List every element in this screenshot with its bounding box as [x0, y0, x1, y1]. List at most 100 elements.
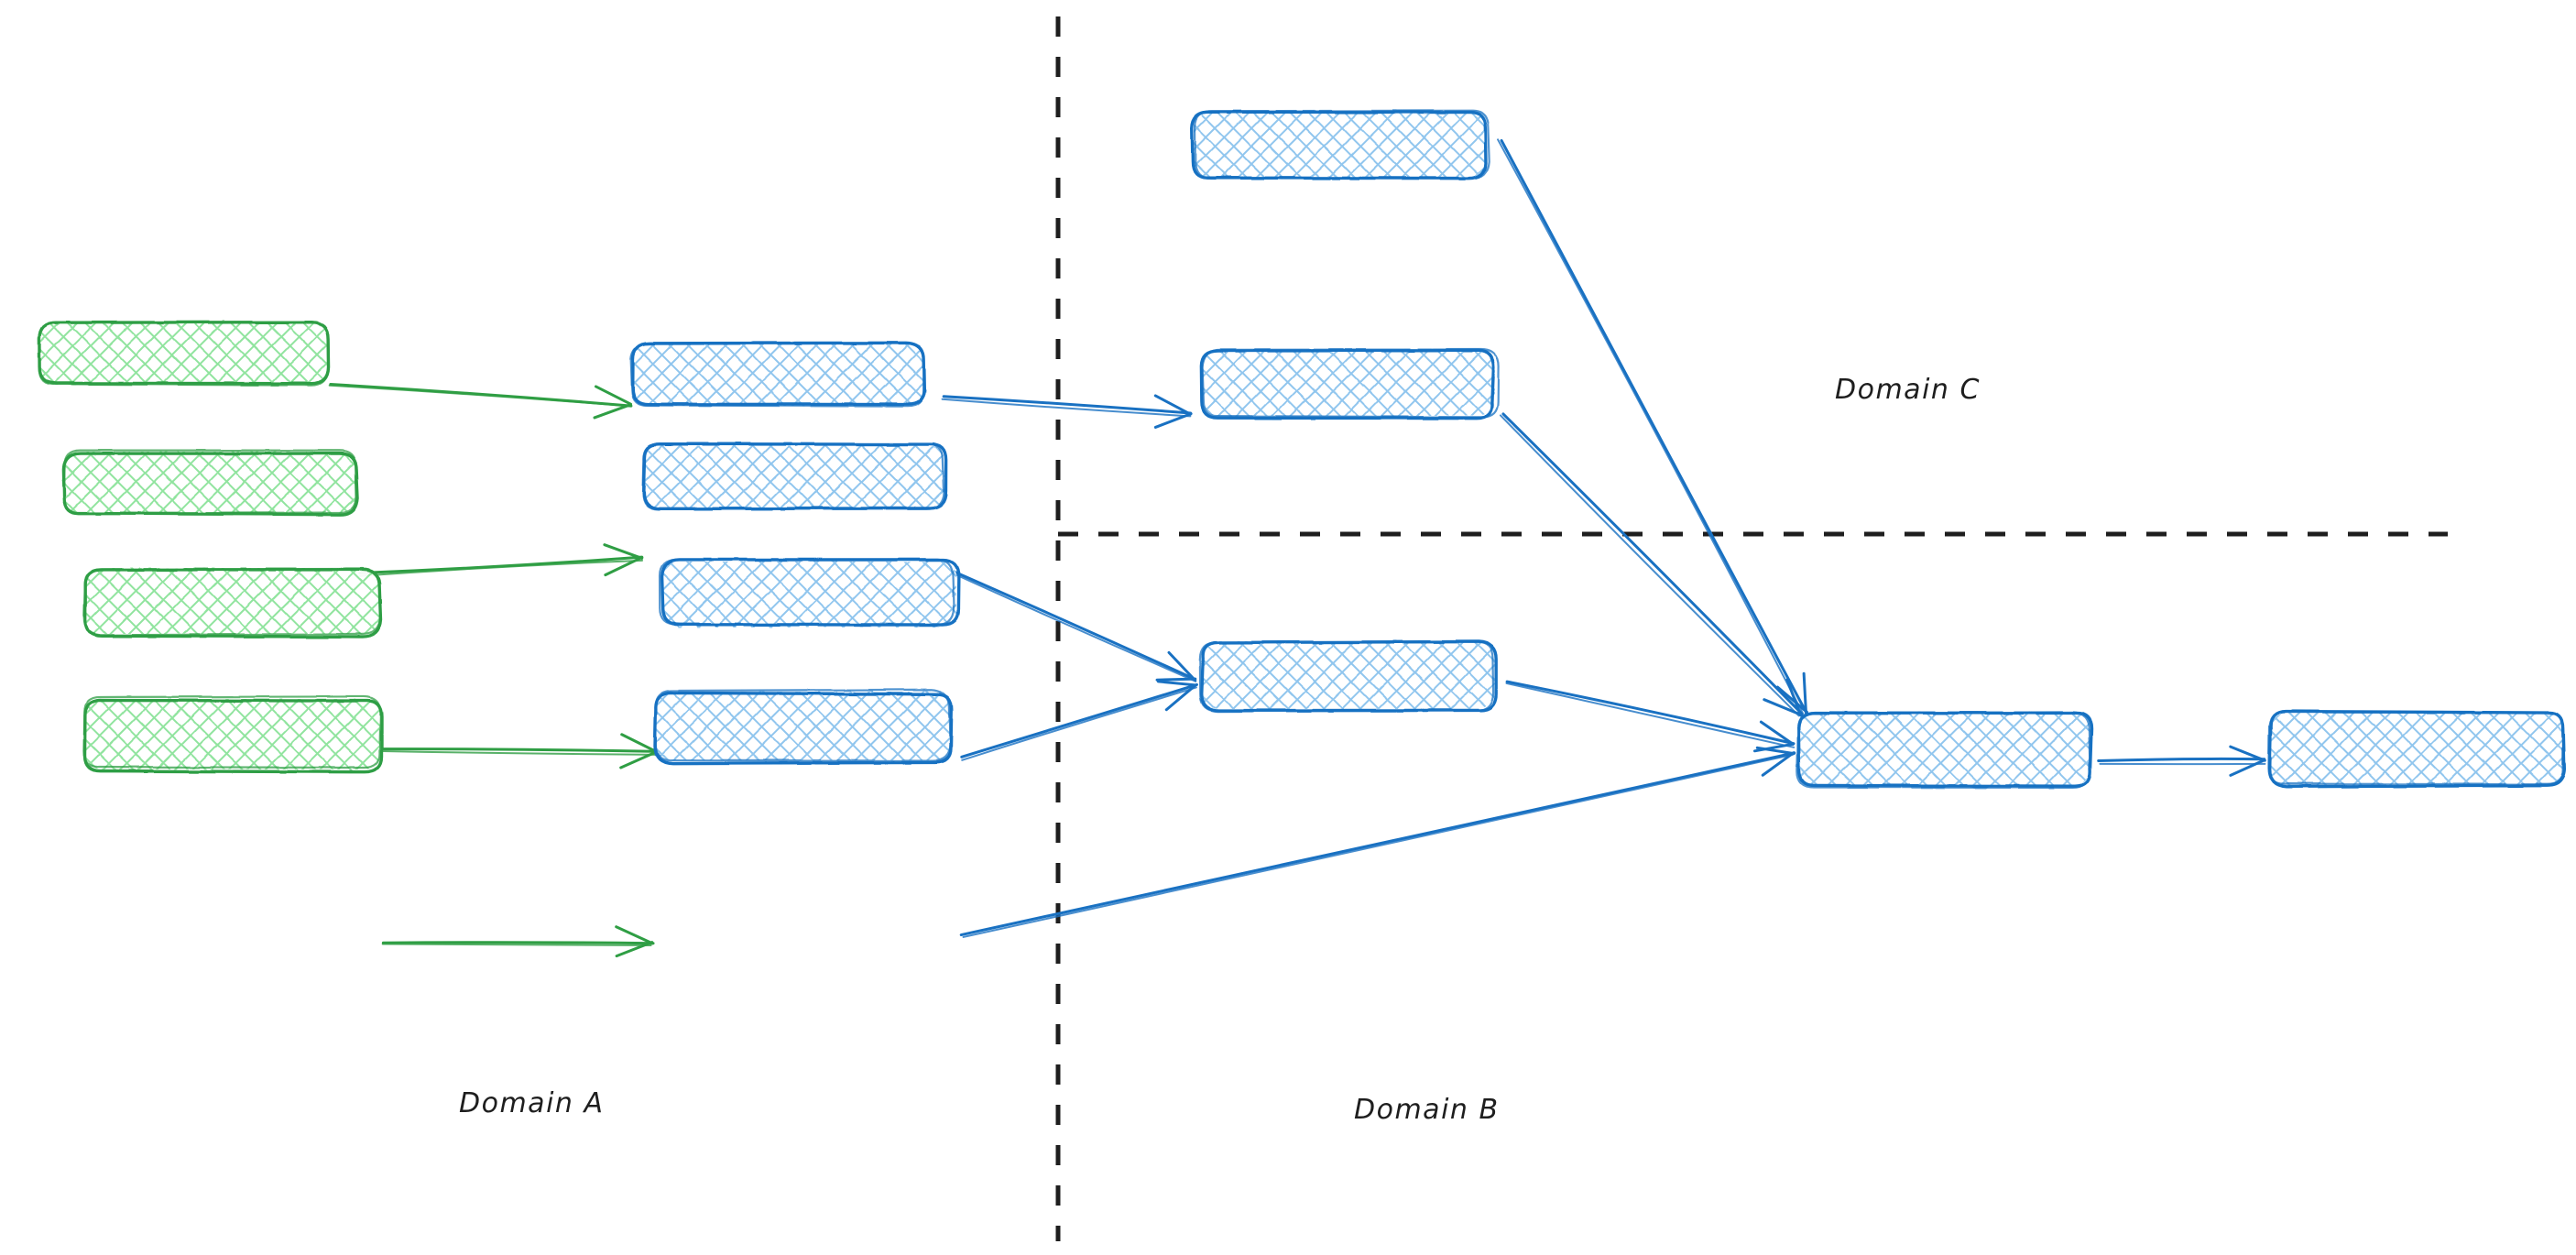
edge-arrowhead-upper: [1752, 742, 1795, 753]
edge-line: [1505, 682, 1796, 748]
node-outline: [1201, 348, 1500, 419]
node-a4[interactable]: [82, 695, 384, 774]
node-a3[interactable]: [82, 567, 383, 638]
node-outline: [654, 688, 952, 762]
edge-arrowhead-upper: [2229, 758, 2265, 777]
edge-e-d1-d2[interactable]: [2097, 745, 2266, 777]
edge-line: [942, 395, 1193, 415]
node-fill: [85, 699, 380, 769]
node-layer: [38, 109, 2567, 789]
node-d2[interactable]: [2267, 709, 2567, 789]
edge-line: [381, 943, 652, 946]
divider-layer: [1055, 16, 2448, 1241]
edge-e-a1-b1[interactable]: [328, 382, 633, 420]
node-outline: [1199, 348, 1495, 420]
edge-line: [1501, 412, 1804, 715]
node-b2[interactable]: [641, 442, 948, 511]
node-fill: [62, 452, 355, 514]
node-outline: [1198, 641, 1495, 713]
edge-line: [1505, 680, 1796, 746]
node-d1[interactable]: [1796, 711, 2093, 789]
edge-line: [955, 571, 1196, 681]
node-b1[interactable]: [629, 341, 927, 408]
edge-line: [328, 384, 631, 408]
node-outline: [629, 342, 925, 408]
edge-e-b2-c3[interactable]: [955, 571, 1197, 682]
edge-line: [2097, 757, 2266, 762]
node-fill: [2270, 713, 2563, 786]
label-domain-c: Domain C: [1835, 374, 1981, 406]
edge-e-c3-d1[interactable]: [1505, 680, 1796, 753]
edge-arrowhead-lower: [615, 925, 654, 945]
node-b3[interactable]: [658, 558, 961, 628]
node-fill: [655, 692, 950, 760]
edge-line: [358, 559, 644, 577]
edge-e-b1-c2[interactable]: [941, 394, 1193, 429]
edge-arrowhead-lower: [603, 543, 644, 560]
edge-arrowhead-upper: [1155, 677, 1197, 682]
edge-arrowhead-lower: [620, 733, 659, 754]
edge-line: [358, 555, 644, 575]
node-fill: [85, 568, 380, 634]
edge-line: [381, 941, 655, 945]
edge-arrowhead-upper: [604, 555, 644, 577]
node-fill: [1202, 350, 1495, 416]
edge-e-a4-b4[interactable]: [381, 925, 655, 958]
node-outline: [82, 567, 382, 637]
edge-arrowhead-upper: [1153, 412, 1193, 429]
node-outline: [38, 321, 330, 387]
edge-line: [959, 751, 1796, 937]
edge-line: [1500, 138, 1808, 714]
edge-arrowhead-upper: [1776, 685, 1808, 714]
edge-arrowhead-lower: [1759, 720, 1795, 746]
node-fill: [1202, 641, 1495, 709]
edge-line: [941, 398, 1192, 418]
edge-e-a2-b2[interactable]: [358, 543, 644, 577]
edge-arrowhead-lower: [1785, 678, 1803, 717]
edge-arrowhead-lower: [1156, 680, 1196, 687]
node-outline: [1194, 109, 1490, 180]
edge-e-b4-d1[interactable]: [959, 746, 1796, 938]
edge-line: [382, 748, 660, 753]
edge-arrowhead-upper: [615, 941, 654, 958]
edge-arrowhead-lower: [1802, 671, 1807, 715]
edge-line: [961, 686, 1197, 761]
edge-layer: [328, 138, 2266, 958]
node-c3[interactable]: [1198, 639, 1498, 713]
edge-arrowhead-upper: [1761, 751, 1796, 777]
edge-line: [955, 573, 1197, 682]
node-a2[interactable]: [61, 449, 360, 517]
node-outline: [658, 558, 955, 626]
node-c1[interactable]: [1190, 109, 1490, 180]
edge-arrowhead-lower: [594, 385, 633, 406]
node-outline: [2267, 711, 2565, 786]
node-fill: [631, 344, 924, 406]
node-outline: [62, 449, 358, 515]
label-domain-b: Domain B: [1354, 1094, 1500, 1126]
node-fill: [38, 322, 328, 385]
edge-arrowhead-lower: [1167, 650, 1197, 682]
label-domain-a: Domain A: [459, 1087, 605, 1119]
node-outline: [1796, 711, 2091, 789]
edge-arrowhead-upper: [1164, 684, 1196, 712]
edge-e-a3-b3[interactable]: [382, 733, 660, 769]
node-fill: [661, 562, 956, 628]
edge-arrowhead-upper: [593, 403, 632, 420]
node-fill: [1194, 113, 1487, 179]
edge-e-b3-c3[interactable]: [960, 680, 1198, 761]
edge-line: [1499, 414, 1800, 717]
node-c2[interactable]: [1199, 348, 1500, 420]
node-fill: [1797, 713, 2090, 786]
node-outline: [641, 442, 945, 511]
edge-arrowhead-upper: [1763, 698, 1804, 716]
edge-line: [962, 753, 1795, 938]
edge-e-c2-d1[interactable]: [1499, 412, 1804, 717]
edge-arrowhead-lower: [2229, 745, 2266, 762]
edge-e-c1-d1[interactable]: [1497, 138, 1808, 716]
edge-line: [960, 682, 1198, 758]
edge-line: [382, 749, 659, 756]
node-b4[interactable]: [653, 688, 954, 765]
node-a1[interactable]: [38, 320, 331, 387]
